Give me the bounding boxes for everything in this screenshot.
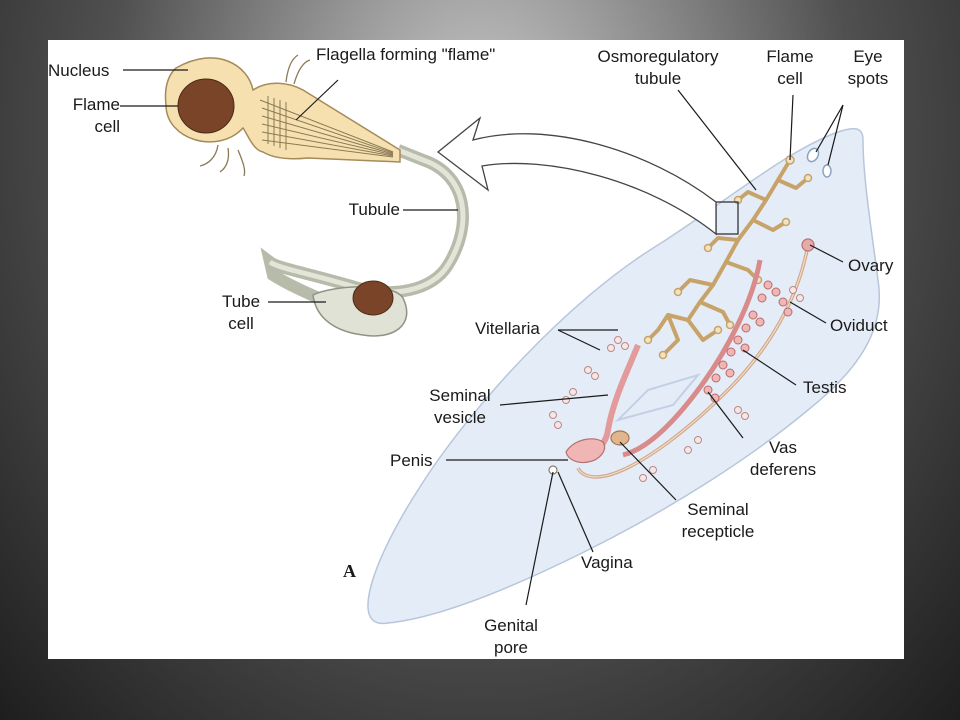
testes <box>703 280 793 403</box>
seminal-recepticle <box>610 430 630 446</box>
flame-cell-nucleus <box>177 78 235 134</box>
flame-cell-bulbs <box>643 155 813 360</box>
figure-panel: Nucleus Flame cell Flagella forming "fla… <box>48 40 904 659</box>
flagella <box>259 96 394 158</box>
label-testis: Testis <box>803 378 847 397</box>
label-vas-deferens-2: deferens <box>749 460 817 479</box>
eye-spot-right <box>822 164 832 178</box>
label-vagina: Vagina <box>581 553 633 572</box>
flame-cell-body <box>164 57 401 163</box>
vas-deferens <box>622 259 763 458</box>
label-seminal-recepticle-2: recepticle <box>681 522 755 541</box>
label-tube-cell-2: cell <box>228 314 254 333</box>
label-osmoregulatory-1: Osmoregulatory <box>597 47 719 66</box>
planarian-diagram <box>120 54 880 625</box>
tube-cell-nucleus <box>352 280 394 316</box>
label-vitellaria: Vitellaria <box>475 319 540 338</box>
label-tubule: Tubule <box>348 200 400 219</box>
magnification-arrow <box>436 116 717 236</box>
label-seminal-recepticle-1: Seminal <box>687 500 749 519</box>
label-ovary: Ovary <box>848 256 894 275</box>
label-vas-deferens-1: Vas <box>768 438 798 457</box>
ovary <box>801 238 815 252</box>
label-penis: Penis <box>390 451 433 470</box>
label-osmoregulatory-2: tubule <box>634 69 682 88</box>
label-flame-cell-left-1: Flame <box>72 95 120 114</box>
label-flame-cell-right-1: Flame <box>766 47 814 66</box>
pharynx <box>614 373 701 422</box>
label-flagella: Flagella forming "flame" <box>316 45 496 64</box>
flame-cell-enlargement <box>164 54 469 337</box>
leader-lines <box>120 69 844 606</box>
label-seminal-vesicle-1: Seminal <box>429 386 491 405</box>
label-eye-spots-2: spots <box>847 69 889 88</box>
label-flame-cell-right-2: cell <box>777 69 803 88</box>
label-genital-pore-1: Genital <box>484 616 538 635</box>
label-flame-cell-left-2: cell <box>94 117 120 136</box>
penis <box>565 438 606 464</box>
figure-letter: A <box>343 561 356 581</box>
label-eye-spots-1: Eye <box>853 47 883 66</box>
osmoregulatory-network <box>646 158 810 357</box>
label-nucleus: Nucleus <box>48 61 110 80</box>
label-oviduct: Oviduct <box>830 316 888 335</box>
cell-processes <box>199 54 311 177</box>
label-tube-cell-1: Tube <box>221 292 261 311</box>
vitellaria <box>549 286 804 482</box>
label-seminal-vesicle-2: vesicle <box>434 408 486 427</box>
label-genital-pore-2: pore <box>493 638 529 657</box>
